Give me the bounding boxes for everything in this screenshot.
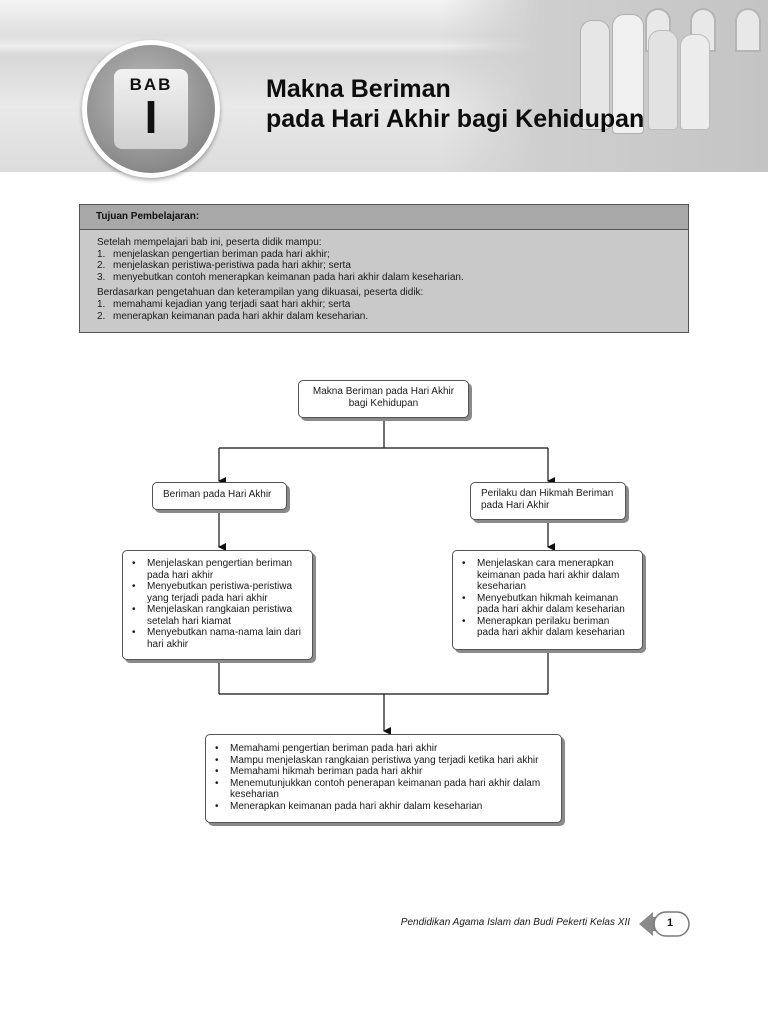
learning-objectives-box: Tujuan Pembelajaran: Setelah mempelajari… xyxy=(79,204,689,333)
objective-item: 2.menerapkan keimanan pada hari akhir da… xyxy=(97,310,369,322)
objective-item: 1.menjelaskan pengertian beriman pada ha… xyxy=(97,248,330,260)
concept-map-root-box: Makna Beriman pada Hari Akhir bagi Kehid… xyxy=(298,380,469,418)
objectives-intro: Setelah mempelajari bab ini, peserta did… xyxy=(97,237,322,248)
page-number-badge xyxy=(639,911,690,937)
concept-map-outcomes: Memahami pengertian beriman pada hari ak… xyxy=(205,734,562,823)
list-item: Memahami pengertian beriman pada hari ak… xyxy=(214,743,555,755)
page-number: 1 xyxy=(666,917,674,929)
photo-person xyxy=(648,30,678,130)
photo-person xyxy=(580,20,610,130)
objective-item: 2.menjelaskan peristiwa-peristiwa pada h… xyxy=(97,260,351,272)
list-item: Memahami hikmah beriman pada hari akhir xyxy=(214,766,555,778)
objectives-body: Setelah mempelajari bab ini, peserta did… xyxy=(80,230,688,322)
photo-person xyxy=(612,14,644,134)
chapter-title: Makna Beriman pada Hari Akhir bagi Kehid… xyxy=(266,74,736,134)
chapter-title-line2: pada Hari Akhir bagi Kehidupan xyxy=(266,105,645,133)
objectives-intro-2: Berdasarkan pengetahuan dan keterampilan… xyxy=(97,287,424,299)
banner-photo xyxy=(440,0,768,172)
chapter-label: BAB xyxy=(129,75,173,94)
objective-item: 1.memahami kejadian yang terjadi saat ha… xyxy=(97,298,351,310)
chapter-title-line1: Makna Beriman xyxy=(266,75,451,103)
chapter-badge: BAB I xyxy=(82,40,220,178)
list-item: Menerapkan keimanan pada hari akhir dala… xyxy=(214,801,555,813)
chapter-badge-ring: BAB I xyxy=(87,45,215,173)
concept-map-right-title: Perilaku dan Hikmah Beriman pada Hari Ak… xyxy=(470,482,626,520)
chapter-badge-plate: BAB I xyxy=(114,69,188,149)
concept-map-left-title: Beriman pada Hari Akhir xyxy=(152,482,287,510)
chapter-number: I xyxy=(144,91,158,143)
list-item: Menemutunjukkan contoh penerapan keimana… xyxy=(214,778,555,801)
book-title: Pendidikan Agama Islam dan Budi Pekerti … xyxy=(400,917,630,928)
list-item: Mampu menjelaskan rangkaian peristiwa ya… xyxy=(214,755,555,767)
objectives-heading: Tujuan Pembelajaran: xyxy=(80,205,688,230)
photo-window xyxy=(735,8,761,52)
objective-item: 3.menyebutkan contoh menerapkan keimanan… xyxy=(97,271,464,283)
photo-person xyxy=(680,34,710,130)
